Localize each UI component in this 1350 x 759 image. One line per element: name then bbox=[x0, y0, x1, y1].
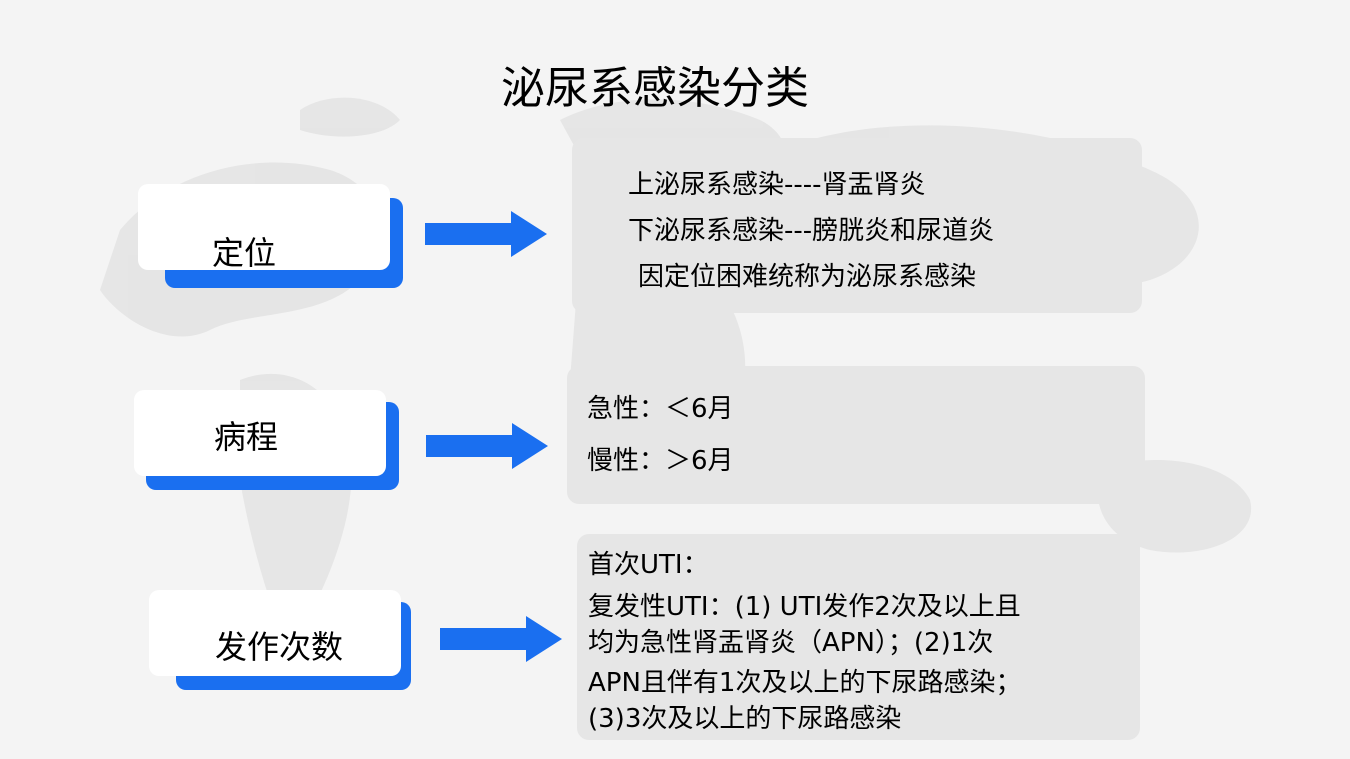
info-line: 均为急性肾盂肾炎（APN）；(2)1次 bbox=[588, 628, 994, 658]
info-line: (3)3次及以上的下尿路感染 bbox=[588, 704, 902, 734]
category-label: 发作次数 bbox=[215, 628, 344, 666]
info-box-location: 上泌尿系感染----肾盂肾炎 下泌尿系感染---膀胱炎和尿道炎 因定位困难统称为… bbox=[572, 138, 1142, 313]
info-box-episodes: 首次UTI： 复发性UTI：(1) UTI发作2次及以上且 均为急性肾盂肾炎（A… bbox=[577, 534, 1140, 740]
card-face: 发作次数 bbox=[149, 590, 401, 676]
info-line: APN且伴有1次及以上的下尿路感染； bbox=[588, 668, 1022, 698]
info-line: 上泌尿系感染----肾盂肾炎 bbox=[628, 170, 926, 200]
info-line: 因定位困难统称为泌尿系感染 bbox=[638, 262, 977, 292]
info-line: 急性：＜6月 bbox=[587, 394, 734, 424]
info-line: 复发性UTI：(1) UTI发作2次及以上且 bbox=[588, 592, 1021, 622]
card-face: 病程 bbox=[134, 390, 386, 476]
info-box-course: 急性：＜6月 慢性：＞6月 bbox=[567, 366, 1145, 504]
arrow-right-icon bbox=[426, 423, 548, 469]
arrow-right-icon bbox=[425, 211, 547, 257]
category-label: 病程 bbox=[214, 418, 279, 456]
info-line: 下泌尿系感染---膀胱炎和尿道炎 bbox=[628, 216, 995, 246]
info-line: 首次UTI： bbox=[588, 550, 709, 580]
info-line: 慢性：＞6月 bbox=[587, 446, 734, 476]
arrow-right-icon bbox=[440, 616, 562, 662]
category-label: 定位 bbox=[212, 234, 277, 272]
card-face: 定位 bbox=[138, 184, 390, 272]
slide-title: 泌尿系感染分类 bbox=[501, 63, 809, 114]
